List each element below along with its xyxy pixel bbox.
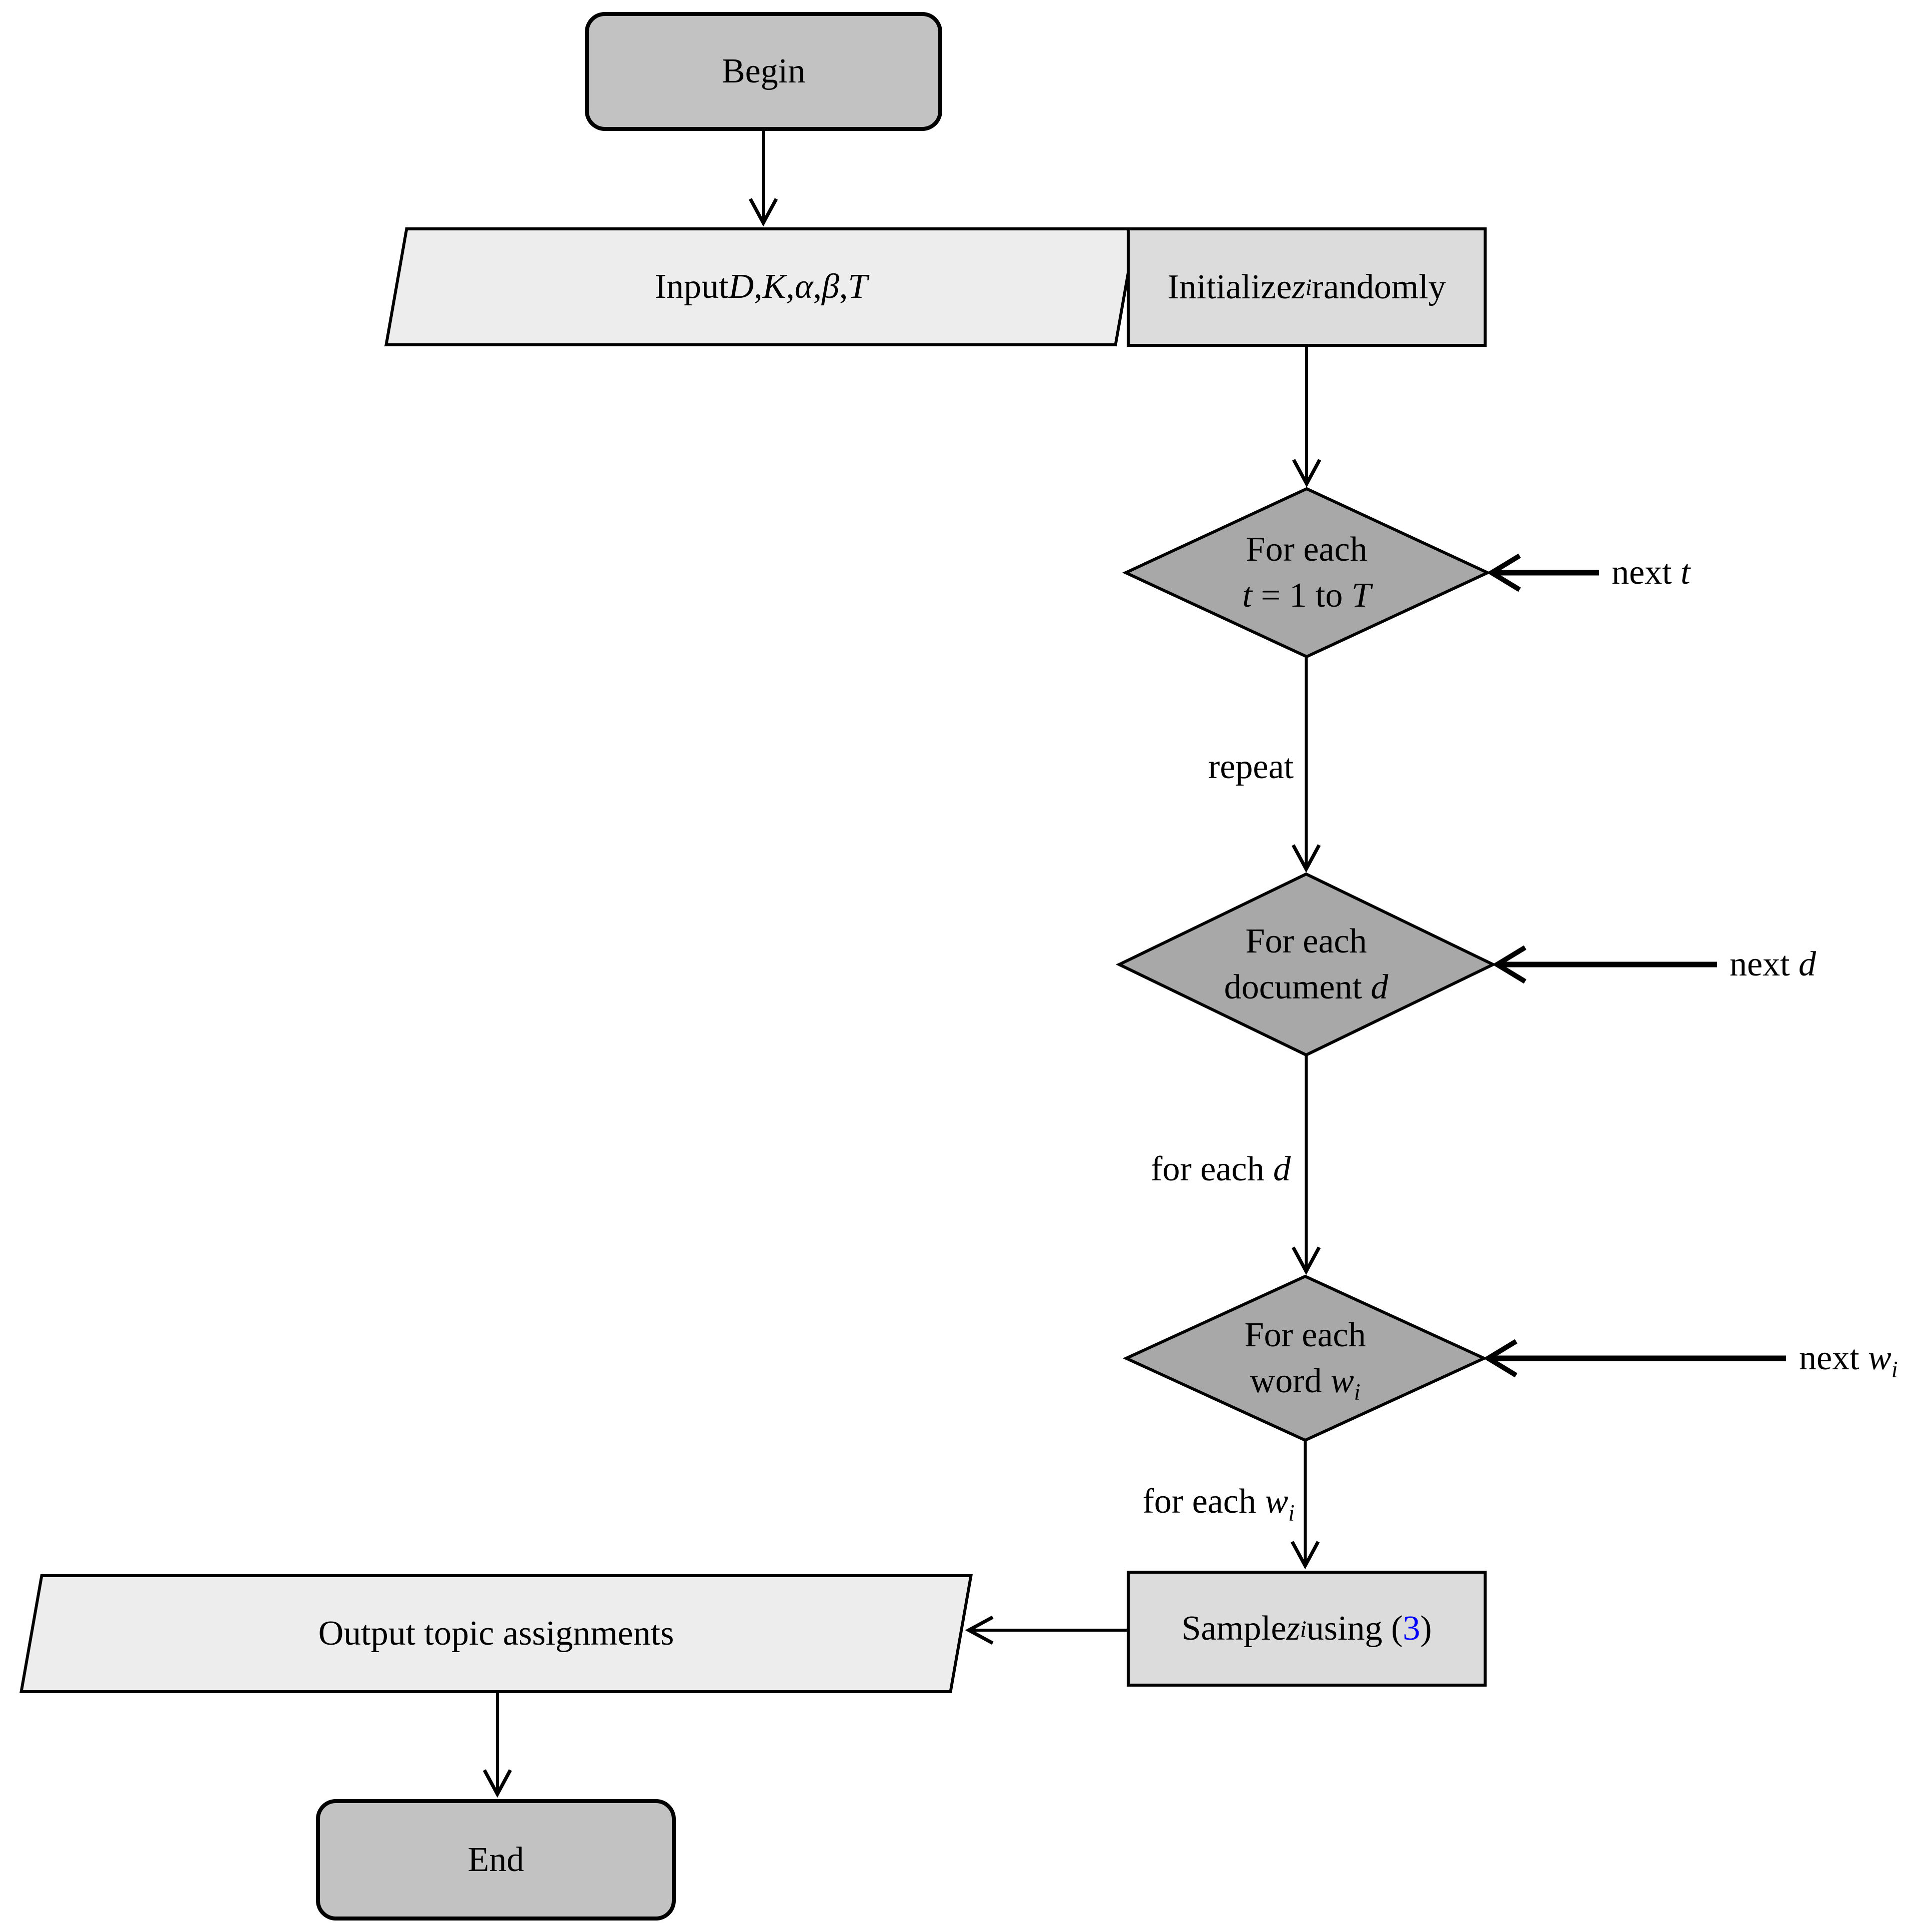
loop-d-label-line1: For each [1246, 919, 1367, 965]
text-segment: for each [1142, 1482, 1265, 1521]
loop-d-decision-shape [1116, 872, 1497, 1057]
text-segment: For each [1244, 1316, 1366, 1354]
text-segment: word [1250, 1362, 1331, 1400]
text-segment: d [1799, 945, 1817, 983]
loop-t-diamond [1122, 487, 1492, 659]
text-segment: , [754, 267, 763, 306]
equation-ref-link[interactable]: 3 [1403, 1609, 1421, 1648]
text-segment: i [1305, 274, 1312, 300]
edge-label-next-wi: next wi [1799, 1334, 1898, 1393]
text-segment: next [1799, 1339, 1869, 1377]
begin-terminal-shape [585, 12, 942, 131]
text-segment: T [848, 267, 868, 306]
text-segment: next [1730, 945, 1799, 983]
text-segment: for each [1151, 1150, 1273, 1188]
text-segment: using ( [1306, 1609, 1403, 1648]
sample-process-shape [1127, 1571, 1487, 1687]
text-segment: β [821, 267, 839, 306]
text-segment: w [1265, 1482, 1289, 1521]
edge-label-for-each-wi: for each wi [1045, 1478, 1295, 1537]
loop-t-label-line1: For each [1246, 527, 1368, 573]
loop-d-label: For each document d [1126, 919, 1486, 1010]
text-segment: For each [1245, 922, 1367, 961]
text-segment: i [1354, 1379, 1361, 1405]
text-segment: Input [654, 267, 729, 306]
input-label: Input D, K, α, β, T [395, 227, 1127, 346]
loop-w-decision-shape [1122, 1274, 1488, 1442]
text-segment: α [794, 267, 813, 306]
loop-t-decision-shape [1122, 487, 1492, 659]
edge-label-repeat: repeat [1208, 748, 1294, 786]
text-segment: w [1868, 1339, 1892, 1377]
loop-t-label: For each t = 1 to T [1127, 527, 1487, 619]
begin-label: Begin [721, 52, 806, 90]
loop-d-label-line2: document d [1224, 965, 1389, 1010]
end-terminal-shape [316, 1799, 676, 1921]
text-segment: , [813, 267, 822, 306]
text-segment: z [1292, 267, 1306, 306]
text-segment: Initialize [1167, 267, 1292, 306]
text-segment: ) [1420, 1609, 1432, 1648]
output-label: Output topic assignments [318, 1614, 674, 1653]
edge-label-for-each-d: for each d [1041, 1145, 1291, 1193]
text-segment: , [839, 267, 848, 306]
text-segment: , [786, 267, 795, 306]
text-segment: i [1891, 1356, 1898, 1382]
text-segment: next [1612, 553, 1681, 592]
initialize-process-shape [1127, 227, 1487, 347]
loop-w-label-line2: word wi [1250, 1358, 1361, 1405]
end-label: End [467, 1840, 524, 1879]
text-segment: For each [1246, 530, 1368, 569]
text-segment: Sample [1181, 1609, 1287, 1648]
text-segment: = 1 to [1252, 576, 1352, 615]
text-segment: document [1224, 968, 1371, 1006]
loop-w-label-line1: For each [1245, 1312, 1366, 1358]
text-segment: t [1681, 553, 1691, 592]
text-segment: w [1330, 1362, 1354, 1400]
text-segment: i [1288, 1500, 1295, 1526]
text-segment: z [1286, 1609, 1300, 1648]
edge-label-next-t: next t [1612, 549, 1690, 597]
edge-label-next-d: next d [1730, 941, 1816, 988]
text-segment: randomly [1312, 267, 1446, 306]
text-segment: d [1371, 968, 1389, 1006]
loop-w-diamond [1122, 1274, 1488, 1442]
loop-t-label-line2: t = 1 to T [1242, 573, 1371, 619]
loop-d-diamond [1116, 872, 1497, 1057]
text-segment: t [1242, 576, 1252, 615]
text-segment: T [1351, 576, 1371, 615]
loop-w-label: For each word wi [1125, 1312, 1485, 1405]
text-segment: D [728, 267, 754, 306]
text-segment: i [1300, 1616, 1307, 1642]
text-segment: K [762, 267, 786, 306]
text-segment: d [1273, 1150, 1291, 1188]
